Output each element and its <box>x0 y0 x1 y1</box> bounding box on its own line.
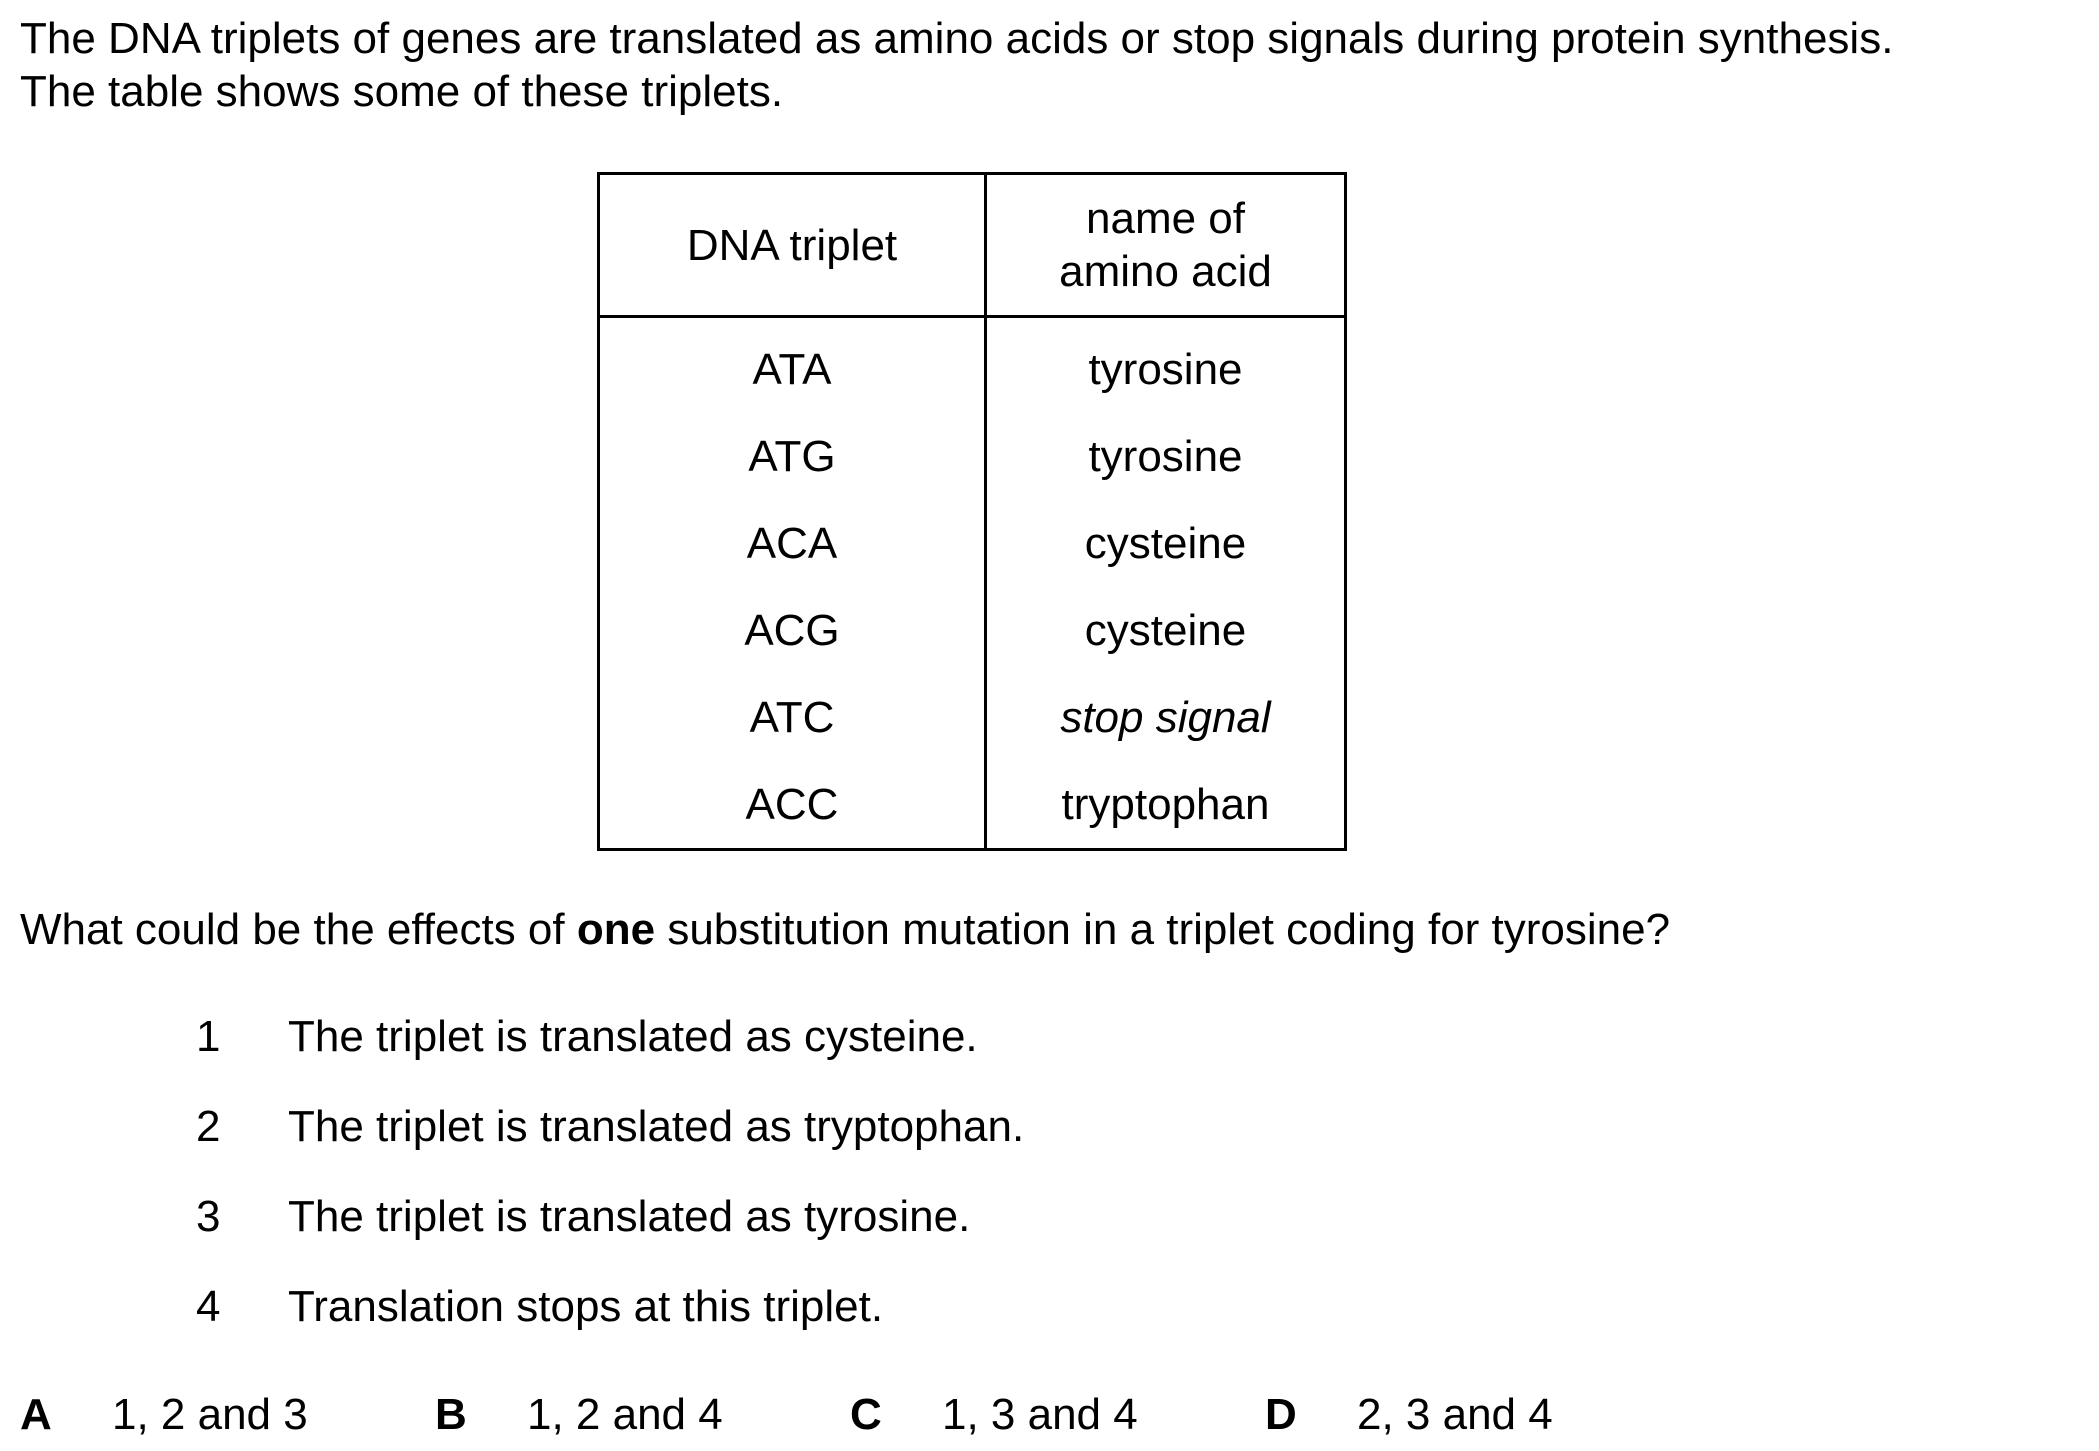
table-header-row: DNA triplet name of amino acid <box>598 173 1346 318</box>
question-after: substitution mutation in a triplet codin… <box>655 905 1671 954</box>
intro-text: The DNA triplets of genes are translated… <box>20 12 1893 118</box>
table-row: ACA cysteine <box>598 500 1346 587</box>
triplet-cell: ACA <box>598 500 987 587</box>
triplet-cell: ACG <box>598 587 987 674</box>
statement-text: The triplet is translated as tyrosine. <box>288 1192 971 1241</box>
header-dna-triplet: DNA triplet <box>598 173 987 318</box>
triplet-cell: ATC <box>598 674 987 761</box>
option-a[interactable]: A 1, 2 and 3 <box>20 1388 308 1441</box>
statement-item: 3 The triplet is translated as tyrosine. <box>196 1190 1024 1280</box>
option-d[interactable]: D 2, 3 and 4 <box>1265 1388 1553 1441</box>
option-b[interactable]: B 1, 2 and 4 <box>435 1388 723 1441</box>
option-text: 2, 3 and 4 <box>1357 1390 1553 1439</box>
header-amino-acid: name of amino acid <box>985 173 1346 318</box>
intro-line-2: The table shows some of these triplets. <box>20 67 784 116</box>
amino-cell: cysteine <box>1084 606 1247 655</box>
statement-number: 1 <box>196 1012 221 1061</box>
triplet-cell: ACC <box>598 761 987 850</box>
statement-item: 1 The triplet is translated as cysteine. <box>196 1010 1024 1100</box>
option-text: 1, 2 and 3 <box>112 1390 308 1439</box>
statement-text: The triplet is translated as tryptophan. <box>288 1102 1025 1151</box>
question-text: What could be the effects of one substit… <box>20 903 1670 956</box>
amino-cell: cysteine <box>1084 519 1247 568</box>
statement-item: 2 The triplet is translated as tryptophan… <box>196 1100 1024 1190</box>
amino-cell: tyrosine <box>1088 345 1243 394</box>
header-amino-line-2: amino acid <box>1059 247 1272 296</box>
table-row: ATA tyrosine <box>598 316 1346 413</box>
option-letter: A <box>20 1390 52 1439</box>
table-row: ACG cysteine <box>598 587 1346 674</box>
amino-cell: tryptophan <box>1061 780 1270 829</box>
statement-text: Translation stops at this triplet. <box>288 1282 884 1331</box>
option-letter: B <box>435 1390 467 1439</box>
amino-cell: tyrosine <box>1088 432 1243 481</box>
table-row: ATC stop signal <box>598 674 1346 761</box>
table-row: ATG tyrosine <box>598 413 1346 500</box>
intro-line-1: The DNA triplets of genes are translated… <box>20 14 1894 63</box>
option-c[interactable]: C 1, 3 and 4 <box>850 1388 1138 1441</box>
statement-text: The triplet is translated as cysteine. <box>288 1012 978 1061</box>
statement-item: 4 Translation stops at this triplet. <box>196 1280 1024 1370</box>
header-amino-line-1: name of <box>1086 194 1245 243</box>
dna-triplet-table: DNA triplet name of amino acid ATA tyros… <box>597 172 1347 851</box>
option-letter: D <box>1265 1390 1297 1439</box>
question-before: What could be the effects of <box>20 905 577 954</box>
statement-number: 3 <box>196 1192 221 1241</box>
stop-signal-cell: stop signal <box>1060 693 1271 742</box>
table-row: ACC tryptophan <box>598 761 1346 850</box>
option-letter: C <box>850 1390 882 1439</box>
option-text: 1, 3 and 4 <box>942 1390 1138 1439</box>
statement-number: 2 <box>196 1102 221 1151</box>
triplet-cell: ATA <box>598 316 987 413</box>
question-bold: one <box>576 905 656 954</box>
option-text: 1, 2 and 4 <box>527 1390 723 1439</box>
statement-number: 4 <box>196 1282 221 1331</box>
triplet-cell: ATG <box>598 413 987 500</box>
